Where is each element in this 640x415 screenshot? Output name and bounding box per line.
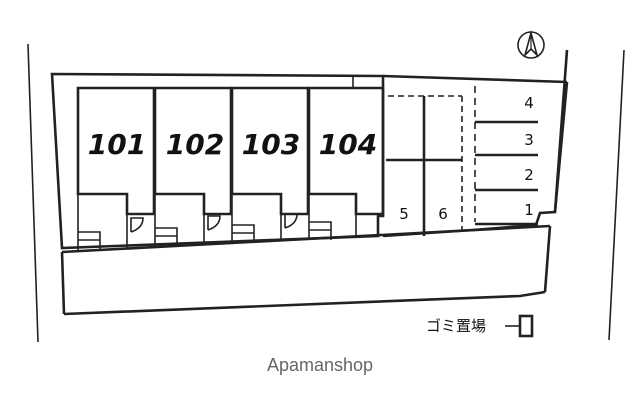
unit-label-103: 103	[242, 128, 300, 161]
parking-slot-2: 2	[524, 166, 534, 184]
right-parking: 4 3 2 1	[474, 86, 538, 226]
north-arrow-icon	[517, 29, 545, 59]
door-swing-icon	[284, 213, 298, 229]
left-boundary-line	[27, 43, 39, 343]
door-swing-icons	[130, 213, 298, 233]
garbage-area-box	[518, 314, 534, 338]
parking-slot-4: 4	[524, 94, 534, 112]
road-left-edge	[60, 251, 66, 315]
door-swing-icon	[207, 215, 221, 231]
right-boundary-line	[608, 49, 625, 341]
road-right-edge	[543, 225, 552, 293]
unit-label-104: 104	[319, 128, 377, 161]
garbage-area-label: ゴミ置場	[426, 317, 486, 335]
parking-slot-5: 5	[399, 205, 409, 223]
watermark-text: Apamanshop	[267, 355, 373, 375]
building-outline	[50, 72, 385, 250]
unit-label-102: 102	[166, 128, 224, 161]
road-lower-edge	[63, 290, 546, 316]
parking-right-edge	[553, 49, 569, 213]
central-parking: 5 6	[386, 95, 463, 236]
unit-label-101: 101	[88, 128, 146, 161]
parking-slot-1: 1	[524, 201, 534, 219]
door-swing-icon	[130, 217, 144, 233]
road-upper-edge	[61, 224, 551, 254]
parking-slot-6: 6	[438, 205, 448, 223]
unit-labels: 101 102 103 104	[88, 128, 377, 161]
parking-slot-3: 3	[524, 131, 534, 149]
